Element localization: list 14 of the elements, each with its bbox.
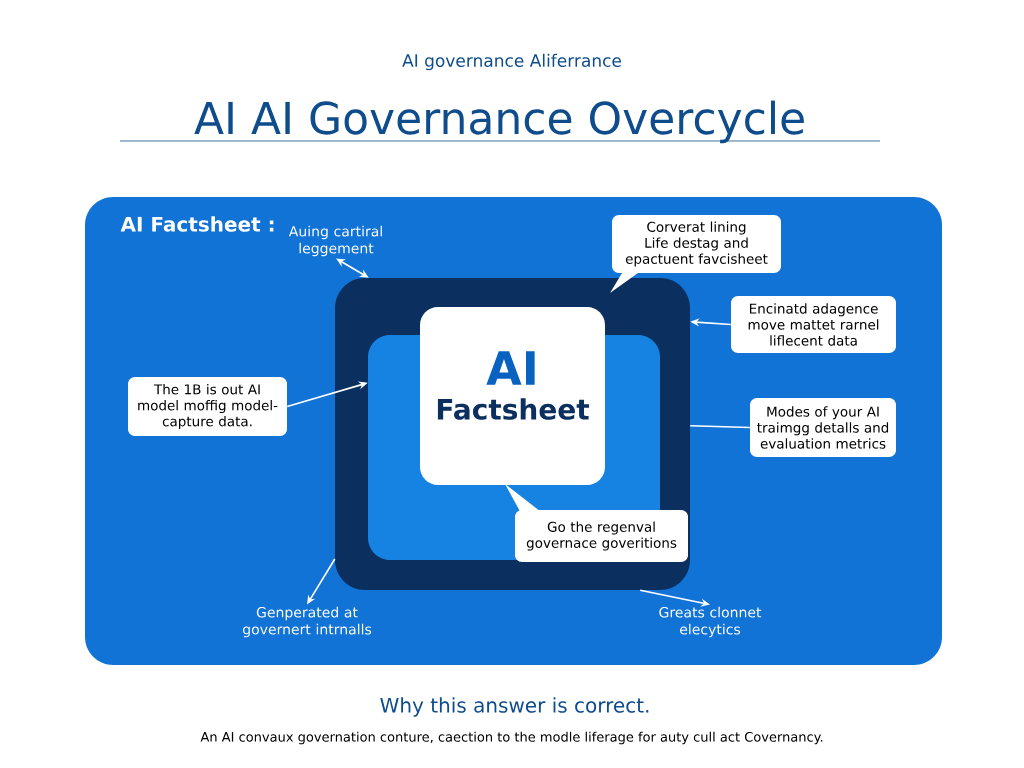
factsheet-card: AI Factsheet [420,307,605,485]
callout-bubble: The 1B is out AI model moffig model- capture data. [128,377,287,436]
title: AI AI Governance Overcycle [194,100,804,144]
bare-label: Greats clonnet elecytics [659,606,762,638]
callout-bubble: Corverat lining Life destag and epactuent favcisheet [610,215,781,293]
callout-bubble: Modes of your AI traimgg detalls and evaluation metrics [750,398,896,457]
bare-label: Genperated at governert intrnalls [243,606,372,638]
callout-bubble: Go the regenval governace goveritions [505,484,688,562]
callout-bubble: Encinatd adagence move mattet rarnel liflecent data [731,296,896,353]
panel-heading: AI Factsheet : [120,216,274,232]
footnote: An AI convaux governation conture, caection to the modle liferage for auty cull act Covernancy. [200,731,823,745]
caption-heading: Why this answer is correct. [380,697,649,717]
bare-label: Auing cartiral leggement [288,225,382,257]
subtitle: AI governance Aliferrance [402,53,622,71]
